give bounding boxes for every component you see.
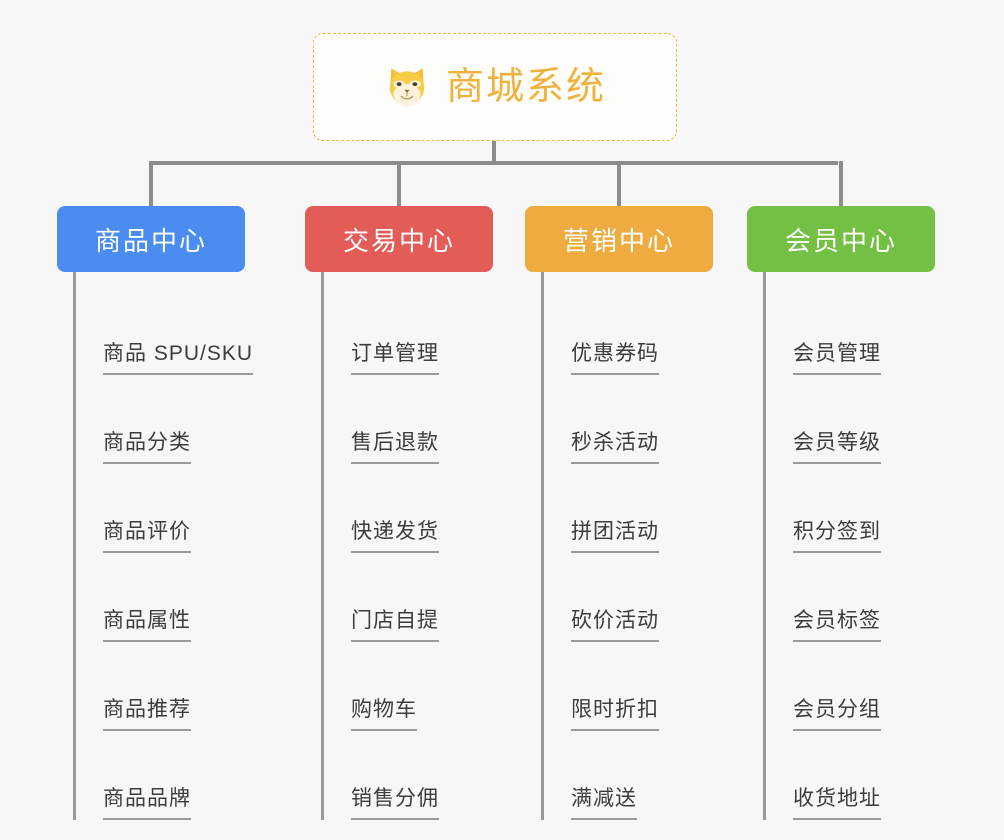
list-item[interactable]: 商品推荐 <box>76 642 253 731</box>
list-item-label: 门店自提 <box>351 608 439 642</box>
list-item[interactable]: 拼团活动 <box>544 464 713 553</box>
list-item[interactable]: 砍价活动 <box>544 553 713 642</box>
list-item[interactable]: 收货地址 <box>766 731 935 820</box>
list-item-label: 收货地址 <box>793 786 881 820</box>
list-item[interactable]: 满减送 <box>544 731 713 820</box>
category-column: 会员中心会员管理会员等级积分签到会员标签会员分组收货地址 <box>747 206 935 820</box>
list-item[interactable]: 售后退款 <box>324 375 493 464</box>
connector-branch-4 <box>839 161 843 206</box>
category-label: 营销中心 <box>562 225 675 256</box>
category-column: 商品中心商品 SPU/SKU 商品分类商品评价商品属性商品推荐商品品牌 <box>57 206 254 820</box>
list-item-label: 砍价活动 <box>571 608 659 642</box>
list-item[interactable]: 购物车 <box>324 642 493 731</box>
list-item[interactable]: 商品 SPU/SKU <box>76 286 254 375</box>
list-item[interactable]: 商品评价 <box>76 464 253 553</box>
list-item-label: 售后退款 <box>351 430 439 464</box>
category-item-list: 订单管理售后退款快递发货门店自提购物车销售分佣 <box>321 272 493 820</box>
category-header[interactable]: 营销中心 <box>525 206 713 272</box>
category-column: 交易中心订单管理售后退款快递发货门店自提购物车销售分佣 <box>305 206 493 820</box>
list-item[interactable]: 订单管理 <box>324 286 493 375</box>
category-label: 会员中心 <box>784 225 897 256</box>
category-item-list: 优惠券码秒杀活动拼团活动砍价活动限时折扣满减送 <box>541 272 713 820</box>
list-item-label: 积分签到 <box>793 519 881 553</box>
list-item-label: 商品 SPU/SKU <box>103 341 254 375</box>
root-node[interactable]: 商城系统 <box>313 33 677 141</box>
connector-branch-1 <box>149 161 153 206</box>
list-item[interactable]: 积分签到 <box>766 464 935 553</box>
list-item[interactable]: 秒杀活动 <box>544 375 713 464</box>
list-item-label: 限时折扣 <box>571 697 659 731</box>
page-title: 商城系统 <box>445 66 606 108</box>
list-item[interactable]: 销售分佣 <box>324 731 493 820</box>
category-header[interactable]: 交易中心 <box>305 206 493 272</box>
list-item-label: 商品品牌 <box>103 786 191 820</box>
list-item-label: 会员分组 <box>793 697 881 731</box>
list-item[interactable]: 商品分类 <box>76 375 253 464</box>
category-label: 交易中心 <box>342 225 455 256</box>
list-item-label: 商品分类 <box>103 430 191 464</box>
list-item[interactable]: 快递发货 <box>324 464 493 553</box>
category-column: 营销中心优惠券码秒杀活动拼团活动砍价活动限时折扣满减送 <box>525 206 713 820</box>
list-item-label: 商品评价 <box>103 519 191 553</box>
category-header[interactable]: 会员中心 <box>747 206 935 272</box>
category-header[interactable]: 商品中心 <box>57 206 245 272</box>
list-item[interactable]: 商品属性 <box>76 553 253 642</box>
list-item-label: 优惠券码 <box>571 341 659 375</box>
list-item-label: 订单管理 <box>351 341 439 375</box>
list-item-label: 拼团活动 <box>571 519 659 553</box>
list-item[interactable]: 会员标签 <box>766 553 935 642</box>
list-item[interactable]: 商品品牌 <box>76 731 253 820</box>
category-item-list: 会员管理会员等级积分签到会员标签会员分组收货地址 <box>763 272 935 820</box>
list-item-label: 会员管理 <box>793 341 881 375</box>
list-item[interactable]: 限时折扣 <box>544 642 713 731</box>
list-item-label: 满减送 <box>571 786 637 820</box>
list-item[interactable]: 优惠券码 <box>544 286 713 375</box>
list-item[interactable]: 会员分组 <box>766 642 935 731</box>
list-item-label: 销售分佣 <box>351 786 439 820</box>
category-item-list: 商品 SPU/SKU 商品分类商品评价商品属性商品推荐商品品牌 <box>73 272 254 820</box>
connector-root-stem <box>492 141 496 165</box>
list-item-label: 秒杀活动 <box>571 430 659 464</box>
category-label: 商品中心 <box>94 225 207 256</box>
list-item-label: 快递发货 <box>351 519 439 553</box>
connector-branch-3 <box>617 161 621 206</box>
list-item[interactable]: 会员等级 <box>766 375 935 464</box>
connector-horizontal-bus <box>149 161 838 165</box>
list-item[interactable]: 会员管理 <box>766 286 935 375</box>
list-item-label: 会员等级 <box>793 430 881 464</box>
connector-branch-2 <box>397 161 401 206</box>
list-item-label: 购物车 <box>351 697 417 731</box>
list-item-label: 商品推荐 <box>103 697 191 731</box>
list-item-label: 会员标签 <box>793 608 881 642</box>
shiba-dog-icon <box>384 64 430 110</box>
list-item-label: 商品属性 <box>103 608 191 642</box>
list-item[interactable]: 门店自提 <box>324 553 493 642</box>
